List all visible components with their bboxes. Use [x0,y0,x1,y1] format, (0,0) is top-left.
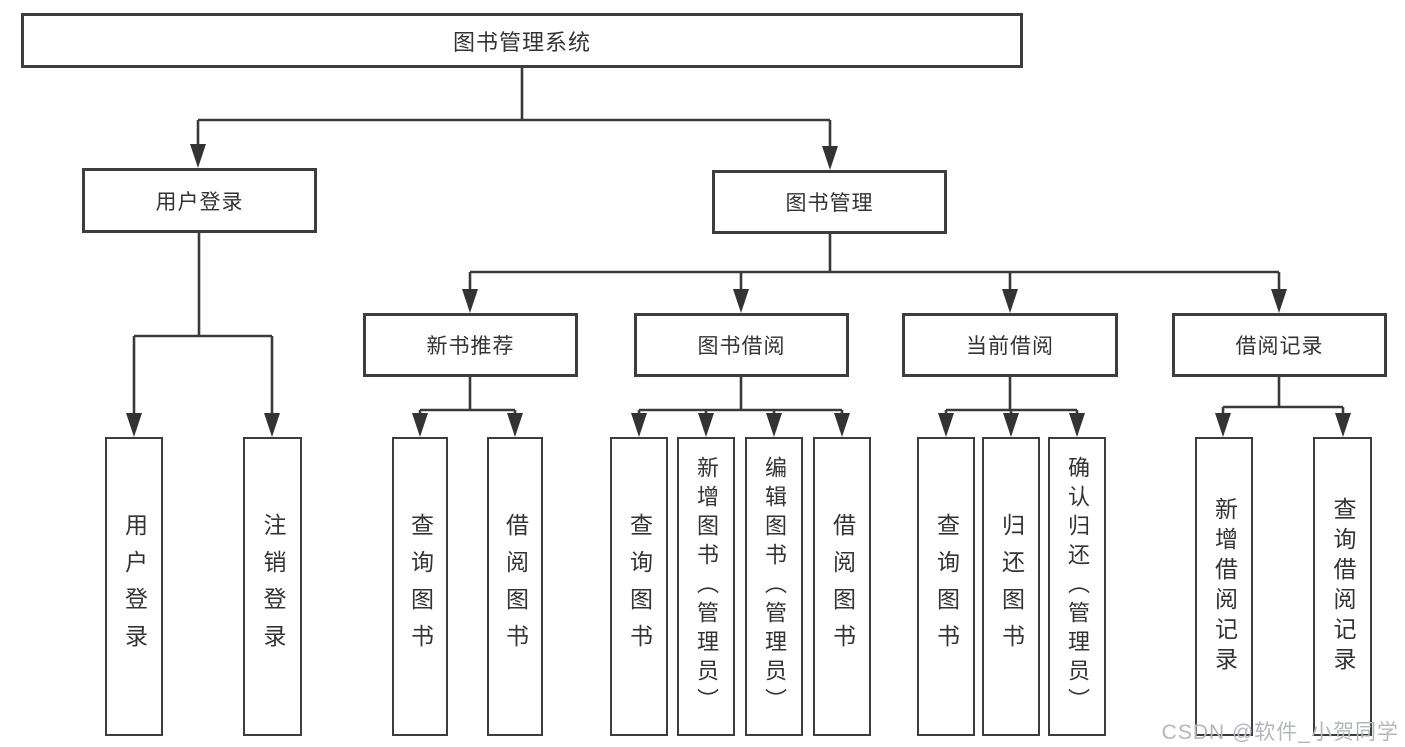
node-label: 查询图书 [626,512,653,661]
leaf-user-login: 用户登录 [105,437,163,736]
connector-user-login-branch [132,233,274,416]
node-label: 查询图书 [407,512,434,661]
leaf-query-books-3: 查询图书 [917,437,975,736]
node-label: 当前借阅 [966,335,1054,358]
arrowhead-borrow-books-2 [834,413,850,437]
leaf-borrow-books-1: 借阅图书 [487,437,543,736]
node-label: 用户登录 [155,190,244,214]
arrowhead-query-books-2 [631,413,647,437]
node-book-borrowing: 图书借阅 [634,313,849,377]
arrowhead-book-borrowing [733,289,749,313]
arrowhead-user-login [190,144,206,168]
node-label: 新增借阅记录 [1211,496,1238,677]
node-label: 用户登录 [121,512,148,661]
leaf-add-book-admin: 新增图书（管理员） [677,437,735,736]
node-label: 借阅图书 [502,512,529,661]
node-label: 查询借阅记录 [1330,496,1356,677]
node-current-borrowing: 当前借阅 [902,313,1118,377]
leaf-borrow-books-2: 借阅图书 [813,437,871,736]
arrowhead-new-book-recommendation [462,289,478,313]
arrowhead-add-borrow-record [1215,413,1231,437]
arrowhead-leaf-user-login [126,413,142,437]
arrowhead-add-book [698,413,714,437]
node-label: 图书管理 [785,192,874,215]
node-book-management: 图书管理 [712,170,947,234]
csdn-watermark: CSDN @软件_小贺同学 [1161,721,1399,744]
node-borrowing-records: 借阅记录 [1172,313,1387,377]
connector-book-borrowing-branch [637,377,844,416]
node-label: 编辑图书（管理员） [762,456,787,717]
leaf-logout: 注销登录 [243,437,302,736]
node-label: 新书推荐 [426,335,515,358]
leaf-return-books: 归还图书 [982,437,1040,736]
leaf-edit-book-admin: 编辑图书（管理员） [745,437,803,736]
connector-book-management-branch [468,234,1281,292]
node-library-management-system: 图书管理系统 [21,13,1023,68]
node-label: 归还图书 [998,512,1025,661]
node-label: 查询图书 [933,512,960,661]
node-label: 新增图书（管理员） [694,456,719,717]
node-label: 图书借阅 [697,335,786,358]
arrowhead-leaf-logout [264,413,280,437]
connector-root-to-level2 [196,68,832,148]
arrowhead-current-borrowing [1002,289,1018,313]
arrowhead-book-management [822,146,838,170]
leaf-query-books-1: 查询图书 [392,437,448,736]
arrowhead-confirm-return [1069,413,1085,437]
node-label: 借阅图书 [829,512,856,661]
arrowhead-edit-book [766,413,782,437]
arrowhead-query-borrow-record [1335,413,1351,437]
connector-new-book-recommendation-branch [418,377,517,416]
node-new-book-recommendation: 新书推荐 [363,313,578,377]
arrowhead-borrowing-records [1271,289,1287,313]
node-label: 借阅记录 [1235,335,1324,358]
node-label: 注销登录 [260,512,286,661]
leaf-query-borrow-record: 查询借阅记录 [1313,437,1372,736]
arrowhead-query-books-1 [412,413,428,437]
connector-borrowing-records-branch [1221,377,1345,416]
leaf-query-books-2: 查询图书 [610,437,668,736]
leaf-add-borrow-record: 新增借阅记录 [1195,437,1253,736]
connector-current-borrowing-branch [944,377,1079,416]
node-label: 图书管理系统 [452,29,591,55]
arrowhead-return-books [1003,413,1019,437]
arrowhead-query-books-3 [938,413,954,437]
leaf-confirm-return-admin: 确认归还（管理员） [1048,437,1106,736]
node-user-login: 用户登录 [82,168,317,233]
node-label: 确认归还（管理员） [1065,456,1090,717]
arrowhead-borrow-books-1 [507,413,523,437]
